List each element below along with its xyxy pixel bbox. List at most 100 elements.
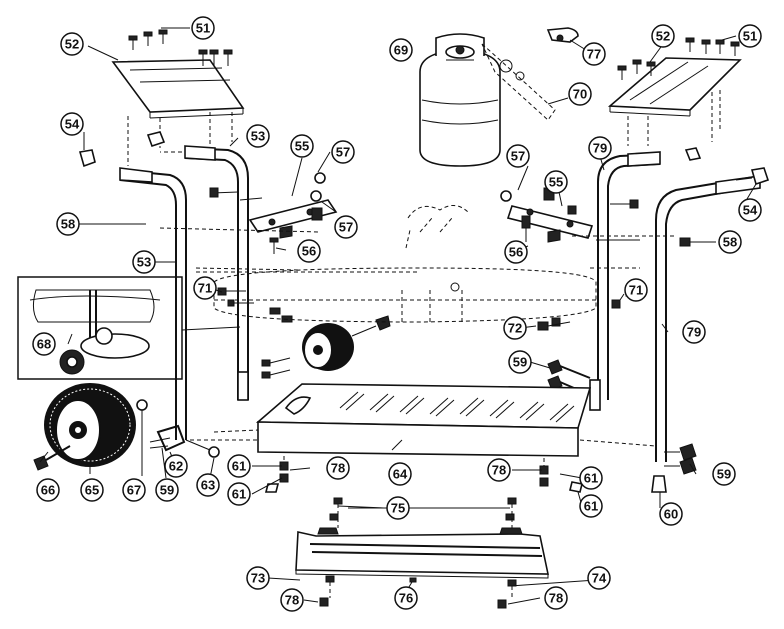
svg-text:78: 78 bbox=[492, 463, 506, 478]
right-bolts-71-72 bbox=[537, 289, 633, 331]
middle-bolts bbox=[261, 357, 291, 379]
callout-65: 65 bbox=[80, 478, 104, 502]
callout-54-right: 54 bbox=[738, 198, 762, 222]
callout-57-left-top: 57 bbox=[331, 140, 355, 164]
callout-74: 74 bbox=[587, 566, 611, 590]
callout-53-top: 53 bbox=[246, 124, 270, 148]
svg-text:53: 53 bbox=[137, 255, 151, 270]
callout-75: 75 bbox=[386, 496, 410, 520]
svg-text:72: 72 bbox=[508, 321, 522, 336]
burner-valves bbox=[405, 205, 469, 249]
callout-73: 73 bbox=[246, 566, 270, 590]
svg-text:74: 74 bbox=[592, 571, 607, 586]
svg-text:71: 71 bbox=[198, 281, 212, 296]
svg-text:59: 59 bbox=[717, 467, 731, 482]
left-corner-clip bbox=[78, 149, 96, 168]
left-top-screws bbox=[128, 29, 233, 66]
washer-63 bbox=[185, 439, 220, 458]
svg-text:57: 57 bbox=[511, 149, 525, 164]
right-valve-bracket bbox=[500, 187, 640, 243]
left-top-shelf-bracket bbox=[111, 59, 245, 119]
callout-56-left: 56 bbox=[297, 239, 321, 263]
svg-text:63: 63 bbox=[201, 478, 215, 493]
svg-text:68: 68 bbox=[37, 337, 51, 352]
callout-59-right-top: 59 bbox=[508, 350, 532, 374]
left-leg-foot-bracket bbox=[149, 424, 186, 452]
callout-55-right: 55 bbox=[544, 170, 568, 194]
bottom-shelf bbox=[190, 383, 657, 457]
cap-60 bbox=[651, 475, 667, 493]
svg-text:78: 78 bbox=[331, 461, 345, 476]
grill-body-outline bbox=[213, 267, 597, 325]
callout-57-left-mid: 57 bbox=[334, 215, 358, 239]
svg-text:59: 59 bbox=[513, 355, 527, 370]
callout-67: 67 bbox=[122, 478, 146, 502]
svg-text:66: 66 bbox=[41, 483, 55, 498]
callout-63: 63 bbox=[196, 473, 220, 497]
callout-57-right: 57 bbox=[506, 144, 530, 168]
callout-78-bottom-left: 78 bbox=[280, 588, 304, 612]
control-knob-77 bbox=[546, 27, 579, 43]
large-wheel bbox=[44, 383, 136, 467]
svg-text:73: 73 bbox=[251, 571, 265, 586]
callout-79-top: 79 bbox=[588, 136, 612, 160]
svg-text:61: 61 bbox=[232, 487, 246, 502]
svg-text:58: 58 bbox=[61, 217, 75, 232]
callout-66: 66 bbox=[36, 478, 60, 502]
svg-text:78: 78 bbox=[285, 593, 299, 608]
svg-text:61: 61 bbox=[584, 471, 598, 486]
right-top-shelf-bracket bbox=[607, 57, 742, 117]
callout-58-right: 58 bbox=[718, 230, 742, 254]
svg-text:77: 77 bbox=[587, 47, 601, 62]
callout-58-left: 58 bbox=[56, 212, 80, 236]
right-small-clip bbox=[684, 147, 702, 161]
svg-text:51: 51 bbox=[196, 21, 210, 36]
callout-71-left: 71 bbox=[193, 276, 217, 300]
callout-60: 60 bbox=[659, 502, 683, 526]
svg-text:52: 52 bbox=[656, 29, 670, 44]
svg-text:71: 71 bbox=[629, 283, 643, 298]
svg-text:64: 64 bbox=[393, 467, 408, 482]
left-front-leg bbox=[184, 145, 249, 401]
callout-61-right-bottom: 61 bbox=[579, 494, 603, 518]
callout-69: 69 bbox=[389, 38, 413, 62]
callout-55-left: 55 bbox=[290, 134, 314, 158]
callout-59-right-bottom: 59 bbox=[712, 462, 736, 486]
lp-tank bbox=[419, 33, 501, 167]
svg-text:54: 54 bbox=[743, 203, 758, 218]
callout-78-right: 78 bbox=[487, 458, 511, 482]
callout-56-right: 56 bbox=[504, 240, 528, 264]
svg-text:55: 55 bbox=[295, 139, 309, 154]
axle-bolt-66 bbox=[33, 445, 71, 471]
svg-text:58: 58 bbox=[723, 235, 737, 250]
right-corner-clip bbox=[750, 167, 770, 186]
svg-text:78: 78 bbox=[549, 591, 563, 606]
callout-61-right-top: 61 bbox=[579, 466, 603, 490]
right-dashed-rail bbox=[572, 235, 676, 269]
callout-76: 76 bbox=[394, 586, 418, 610]
svg-text:61: 61 bbox=[232, 459, 246, 474]
callout-79-right: 79 bbox=[682, 320, 706, 344]
callout-68: 68 bbox=[32, 332, 56, 356]
callout-70: 70 bbox=[568, 82, 592, 106]
svg-text:56: 56 bbox=[302, 244, 316, 259]
svg-text:54: 54 bbox=[65, 117, 80, 132]
callout-78-left: 78 bbox=[326, 456, 350, 480]
bottom-panel-screws-75 bbox=[329, 497, 517, 528]
callout-61-left-top: 61 bbox=[227, 454, 251, 478]
svg-text:70: 70 bbox=[573, 87, 587, 102]
callout-52-left: 52 bbox=[60, 32, 84, 56]
left-valve-bracket bbox=[209, 172, 338, 254]
callout-64: 64 bbox=[388, 462, 412, 486]
callout-54-left: 54 bbox=[60, 112, 84, 136]
svg-text:57: 57 bbox=[339, 220, 353, 235]
callout-78-bottom-right: 78 bbox=[544, 586, 568, 610]
left-bolts-71 bbox=[217, 287, 293, 323]
left-dashed-guides bbox=[127, 112, 233, 166]
svg-text:51: 51 bbox=[743, 29, 757, 44]
svg-text:57: 57 bbox=[336, 145, 350, 160]
callout-62: 62 bbox=[164, 454, 188, 478]
right-bolt-54 bbox=[735, 177, 753, 181]
svg-text:65: 65 bbox=[85, 483, 99, 498]
